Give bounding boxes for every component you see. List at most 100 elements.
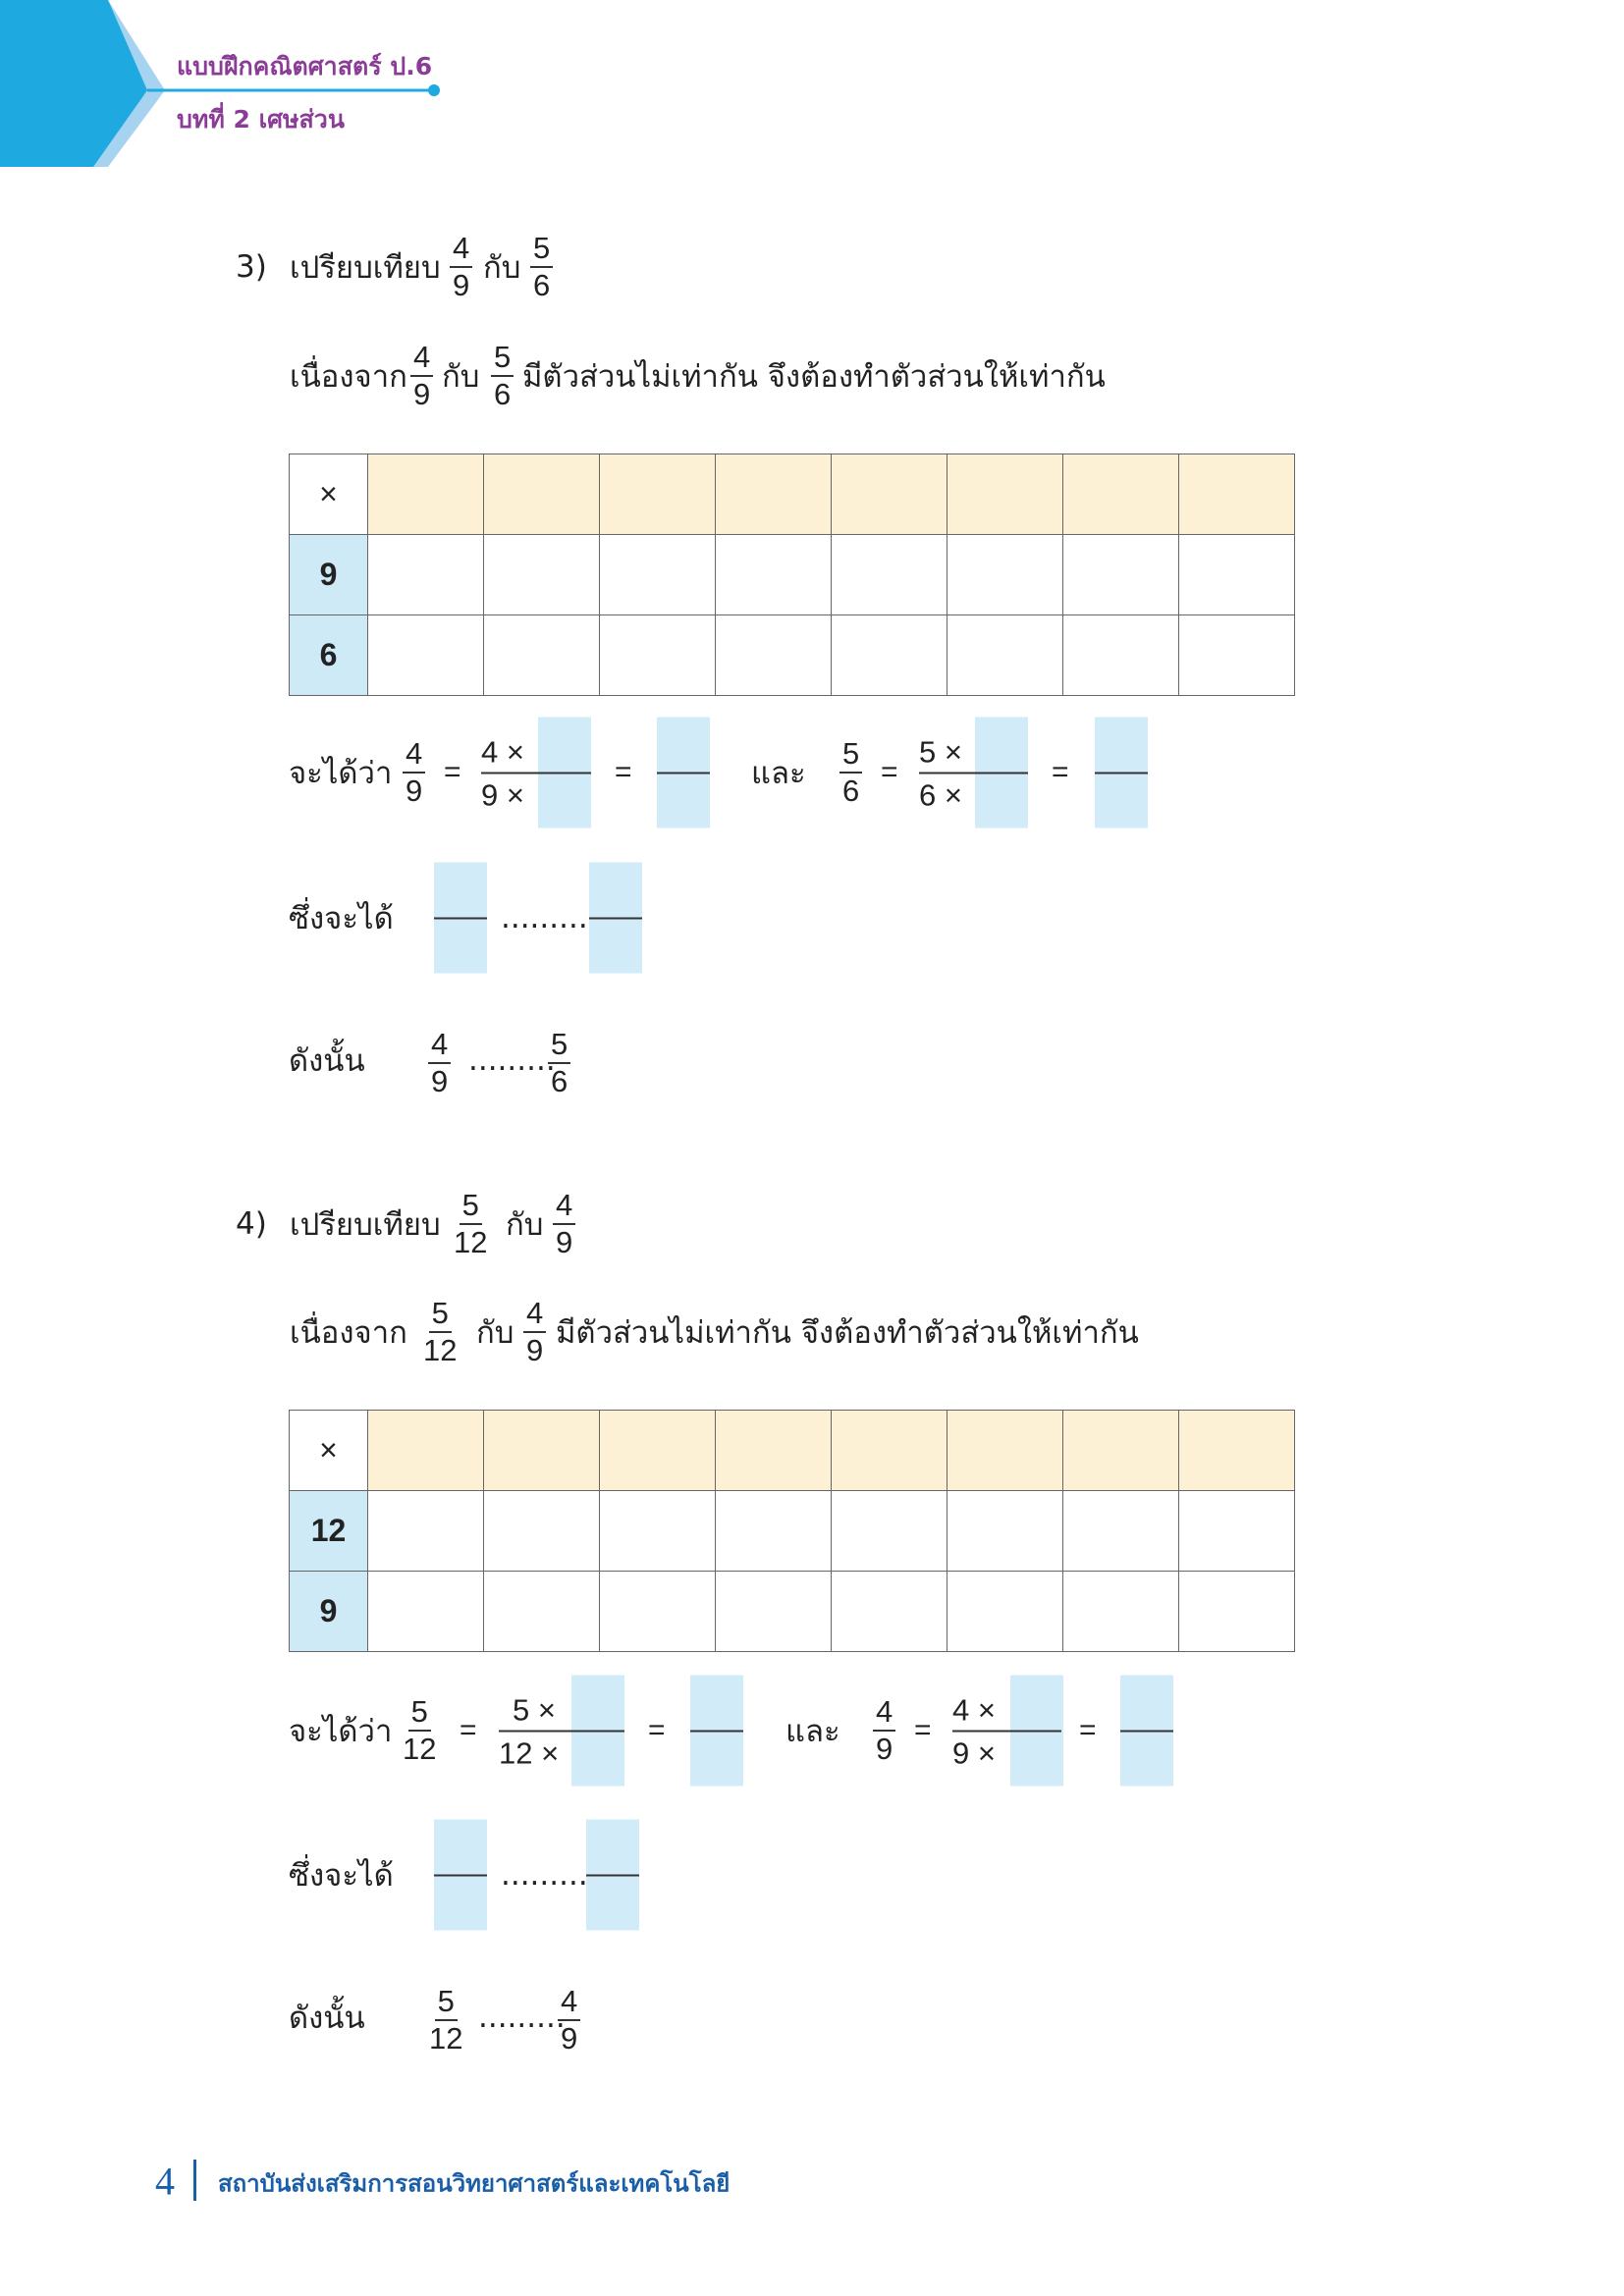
multiplier-cell[interactable] xyxy=(715,1410,832,1491)
multiplier-cell[interactable] xyxy=(367,1410,484,1491)
answer-cell[interactable] xyxy=(483,614,600,696)
answer-cell[interactable] xyxy=(599,1571,716,1652)
answer-cell[interactable] xyxy=(367,614,484,696)
multiplier-cell[interactable] xyxy=(1178,454,1295,535)
header-banner-shape xyxy=(0,0,440,167)
multiplier-cell[interactable] xyxy=(1178,1410,1295,1491)
and-label: และ xyxy=(751,756,806,791)
answer-cell[interactable] xyxy=(715,534,832,615)
get-label: จะได้ว่า xyxy=(289,1714,393,1749)
answer-cell[interactable] xyxy=(831,534,947,615)
row-label: 12 xyxy=(289,1490,368,1572)
answer-cell[interactable] xyxy=(1062,534,1179,615)
answer-cell[interactable] xyxy=(367,1571,484,1652)
answer-cell[interactable] xyxy=(831,1571,947,1652)
answer-cell[interactable] xyxy=(599,614,716,696)
answer-cell[interactable] xyxy=(1178,534,1295,615)
therefore-label: ดังนั้น xyxy=(289,1043,365,1079)
answer-cell[interactable] xyxy=(947,1490,1063,1572)
answer-fraction-box[interactable] xyxy=(1120,1675,1173,1787)
page-number: 4 xyxy=(155,2159,175,2204)
multiplier-cell[interactable] xyxy=(483,1410,600,1491)
answer-cell[interactable] xyxy=(831,614,947,696)
answer-fraction-box[interactable] xyxy=(690,1675,743,1787)
answer-cell[interactable] xyxy=(947,1571,1063,1652)
comparison-dots[interactable]: ......... xyxy=(468,1042,556,1078)
instruction-text: มีตัวส่วนไม่เท่ากัน จึงต้องทำตัวส่วนให้เ… xyxy=(522,359,1106,395)
answer-cell[interactable] xyxy=(715,614,832,696)
compare-label: เปรียบเทียบ xyxy=(290,250,441,286)
answer-fraction-box[interactable] xyxy=(1095,717,1148,828)
answer-cell[interactable] xyxy=(1178,614,1295,696)
answer-cell[interactable] xyxy=(831,1490,947,1572)
answer-cell[interactable] xyxy=(1062,614,1179,696)
comparison-dots[interactable]: ......... xyxy=(501,900,588,935)
equals: = xyxy=(615,756,632,788)
compare-box-right[interactable] xyxy=(586,1819,639,1931)
multiplier-cell[interactable] xyxy=(831,454,947,535)
compare-box-left[interactable] xyxy=(434,1819,487,1931)
times-header: × xyxy=(289,1410,368,1491)
row-label: 9 xyxy=(289,1571,368,1652)
multiplier-cell[interactable] xyxy=(947,1410,1063,1491)
equals: = xyxy=(444,756,461,788)
expand-fraction-b: 5 ×6 × xyxy=(919,717,1028,828)
times-header: × xyxy=(289,454,368,535)
multiplier-cell[interactable] xyxy=(1062,454,1179,535)
because-label: เนื่องจาก xyxy=(290,1315,407,1351)
question-number: 4) xyxy=(236,1206,267,1242)
get-label: จะได้ว่า xyxy=(289,756,393,791)
compare-label: เปรียบเทียบ xyxy=(290,1207,441,1243)
multiplier-cell[interactable] xyxy=(483,454,600,535)
answer-cell[interactable] xyxy=(483,1490,600,1572)
multiplier-cell[interactable] xyxy=(715,454,832,535)
answer-cell[interactable] xyxy=(483,534,600,615)
answer-cell[interactable] xyxy=(367,1490,484,1572)
multiplier-cell[interactable] xyxy=(367,454,484,535)
multiplier-cell[interactable] xyxy=(947,454,1063,535)
because-label: เนื่องจาก xyxy=(290,359,407,395)
footer-divider xyxy=(193,2160,196,2201)
multiplier-cell[interactable] xyxy=(831,1410,947,1491)
answer-cell[interactable] xyxy=(715,1490,832,1572)
multiplier-cell[interactable] xyxy=(599,1410,716,1491)
answer-cell[interactable] xyxy=(1062,1490,1179,1572)
comparison-dots[interactable]: ......... xyxy=(478,2000,566,2035)
multiplier-cell[interactable] xyxy=(599,454,716,535)
answer-cell[interactable] xyxy=(599,1490,716,1572)
chapter-title: บทที่ 2 เศษส่วน xyxy=(177,105,345,133)
answer-cell[interactable] xyxy=(483,1571,600,1652)
expand-fraction-a: 5 ×12 × xyxy=(499,1675,624,1787)
multiplier-cell[interactable] xyxy=(1062,1410,1179,1491)
answer-cell[interactable] xyxy=(1178,1490,1295,1572)
answer-cell[interactable] xyxy=(947,534,1063,615)
answer-cell[interactable] xyxy=(1178,1571,1295,1652)
answer-cell[interactable] xyxy=(715,1571,832,1652)
answer-cell[interactable] xyxy=(367,534,484,615)
therefore-label: ดังนั้น xyxy=(289,2001,365,2036)
comparison-dots[interactable]: ......... xyxy=(501,1857,588,1893)
answer-cell[interactable] xyxy=(947,614,1063,696)
equals: = xyxy=(1052,756,1069,788)
with-label: กับ xyxy=(442,359,480,395)
compare-box-right[interactable] xyxy=(589,862,642,974)
answer-cell[interactable] xyxy=(599,534,716,615)
equals: = xyxy=(881,756,898,788)
answer-fraction-box[interactable] xyxy=(657,717,710,828)
equals: = xyxy=(914,1714,932,1746)
answer-cell[interactable] xyxy=(1062,1571,1179,1652)
compare-box-left[interactable] xyxy=(434,862,487,974)
with-label: กับ xyxy=(506,1207,544,1243)
which-gives-label: ซึ่งจะได้ xyxy=(289,901,394,936)
